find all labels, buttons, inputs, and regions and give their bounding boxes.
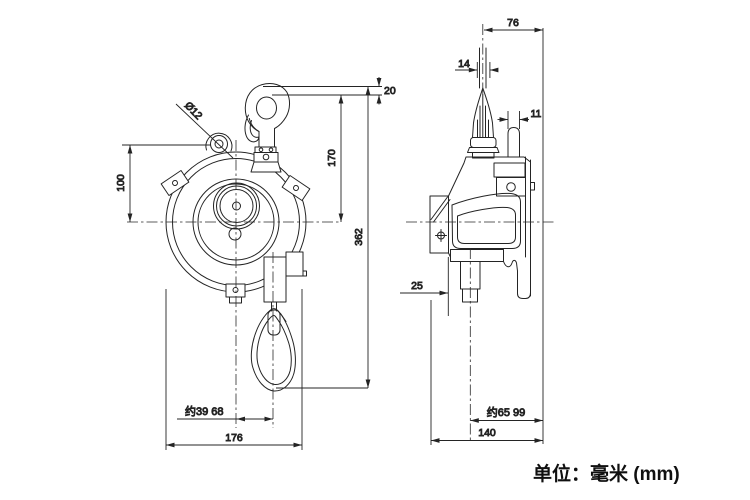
dim-overall-height: 362 bbox=[276, 86, 371, 389]
cable-outlet-side bbox=[450, 249, 504, 303]
dim-guide-width: 11 bbox=[497, 108, 542, 129]
drum-hub bbox=[213, 182, 260, 241]
dim-eyelet-diameter: Ø12 bbox=[181, 99, 205, 123]
dim-cable-to-back: 约65 99 bbox=[470, 406, 543, 423]
dim-hook-gap: 20 bbox=[376, 77, 396, 105]
dim-top-width-label: 76 bbox=[507, 17, 519, 29]
screw-symbol bbox=[435, 229, 447, 242]
top-hook bbox=[244, 82, 291, 148]
dim-overall-width-label: 176 bbox=[225, 432, 243, 444]
dim-hook-to-center: 170 bbox=[326, 95, 344, 222]
dim-eyelet-diameter-label: Ø12 bbox=[182, 100, 205, 123]
hanging-eyelet bbox=[175, 103, 234, 159]
dim-face-to-cable-label: 25 bbox=[411, 280, 423, 292]
front-view: 20 170 362 100 Ø12 约39 bbox=[115, 77, 396, 450]
dim-overall-width: 176 bbox=[165, 289, 303, 450]
casing-seam-inner bbox=[457, 206, 516, 244]
front-centerlines bbox=[127, 140, 341, 428]
dim-eyelet-to-center-label: 100 bbox=[115, 174, 127, 192]
mounting-lug-bottom bbox=[225, 283, 246, 304]
dim-hook-gap-label: 20 bbox=[384, 85, 396, 97]
dim-face-to-cable: 25 bbox=[400, 257, 449, 316]
side-view: 76 14 11 25 bbox=[400, 17, 556, 445]
dim-overall-height-label: 362 bbox=[353, 228, 365, 246]
mounting-lug-right bbox=[281, 174, 311, 202]
cable-outlet-front bbox=[263, 251, 307, 336]
cable-guide-loop bbox=[507, 127, 520, 158]
dim-wire-width-label: 14 bbox=[458, 58, 470, 70]
dim-cable-to-back-label: 约65 99 bbox=[487, 406, 526, 419]
units-note: 单位：毫米 (mm) bbox=[533, 462, 680, 485]
dim-eyelet-to-center: 100 bbox=[115, 144, 211, 222]
snap-hook bbox=[250, 308, 296, 392]
housing-profile bbox=[448, 127, 535, 299]
dim-hook-to-center-label: 170 bbox=[326, 149, 338, 167]
eyelet-leader-line bbox=[175, 103, 234, 159]
mounting-lug-left bbox=[160, 169, 190, 197]
side-dimensions: 76 14 11 25 bbox=[400, 17, 544, 445]
hook-swivel-mount bbox=[250, 146, 282, 173]
wire-rope bbox=[479, 47, 487, 89]
dim-top-width: 76 bbox=[484, 17, 543, 33]
strain-relief-cone bbox=[467, 87, 500, 159]
side-centerlines bbox=[406, 24, 556, 443]
dim-center-to-cable-label: 约39 68 bbox=[185, 405, 224, 418]
housing-foot bbox=[517, 270, 531, 299]
dim-overall-depth: 140 bbox=[430, 300, 543, 445]
dim-center-to-cable: 约39 68 bbox=[177, 405, 273, 422]
front-dimensions: 20 170 362 100 Ø12 约39 bbox=[115, 77, 396, 450]
dim-guide-width-label: 11 bbox=[531, 108, 542, 120]
dim-overall-depth-label: 140 bbox=[478, 427, 496, 439]
dim-wire-width: 14 bbox=[455, 58, 499, 78]
casing-seam-outer bbox=[451, 192, 521, 249]
ratchet-bracket bbox=[429, 195, 451, 254]
